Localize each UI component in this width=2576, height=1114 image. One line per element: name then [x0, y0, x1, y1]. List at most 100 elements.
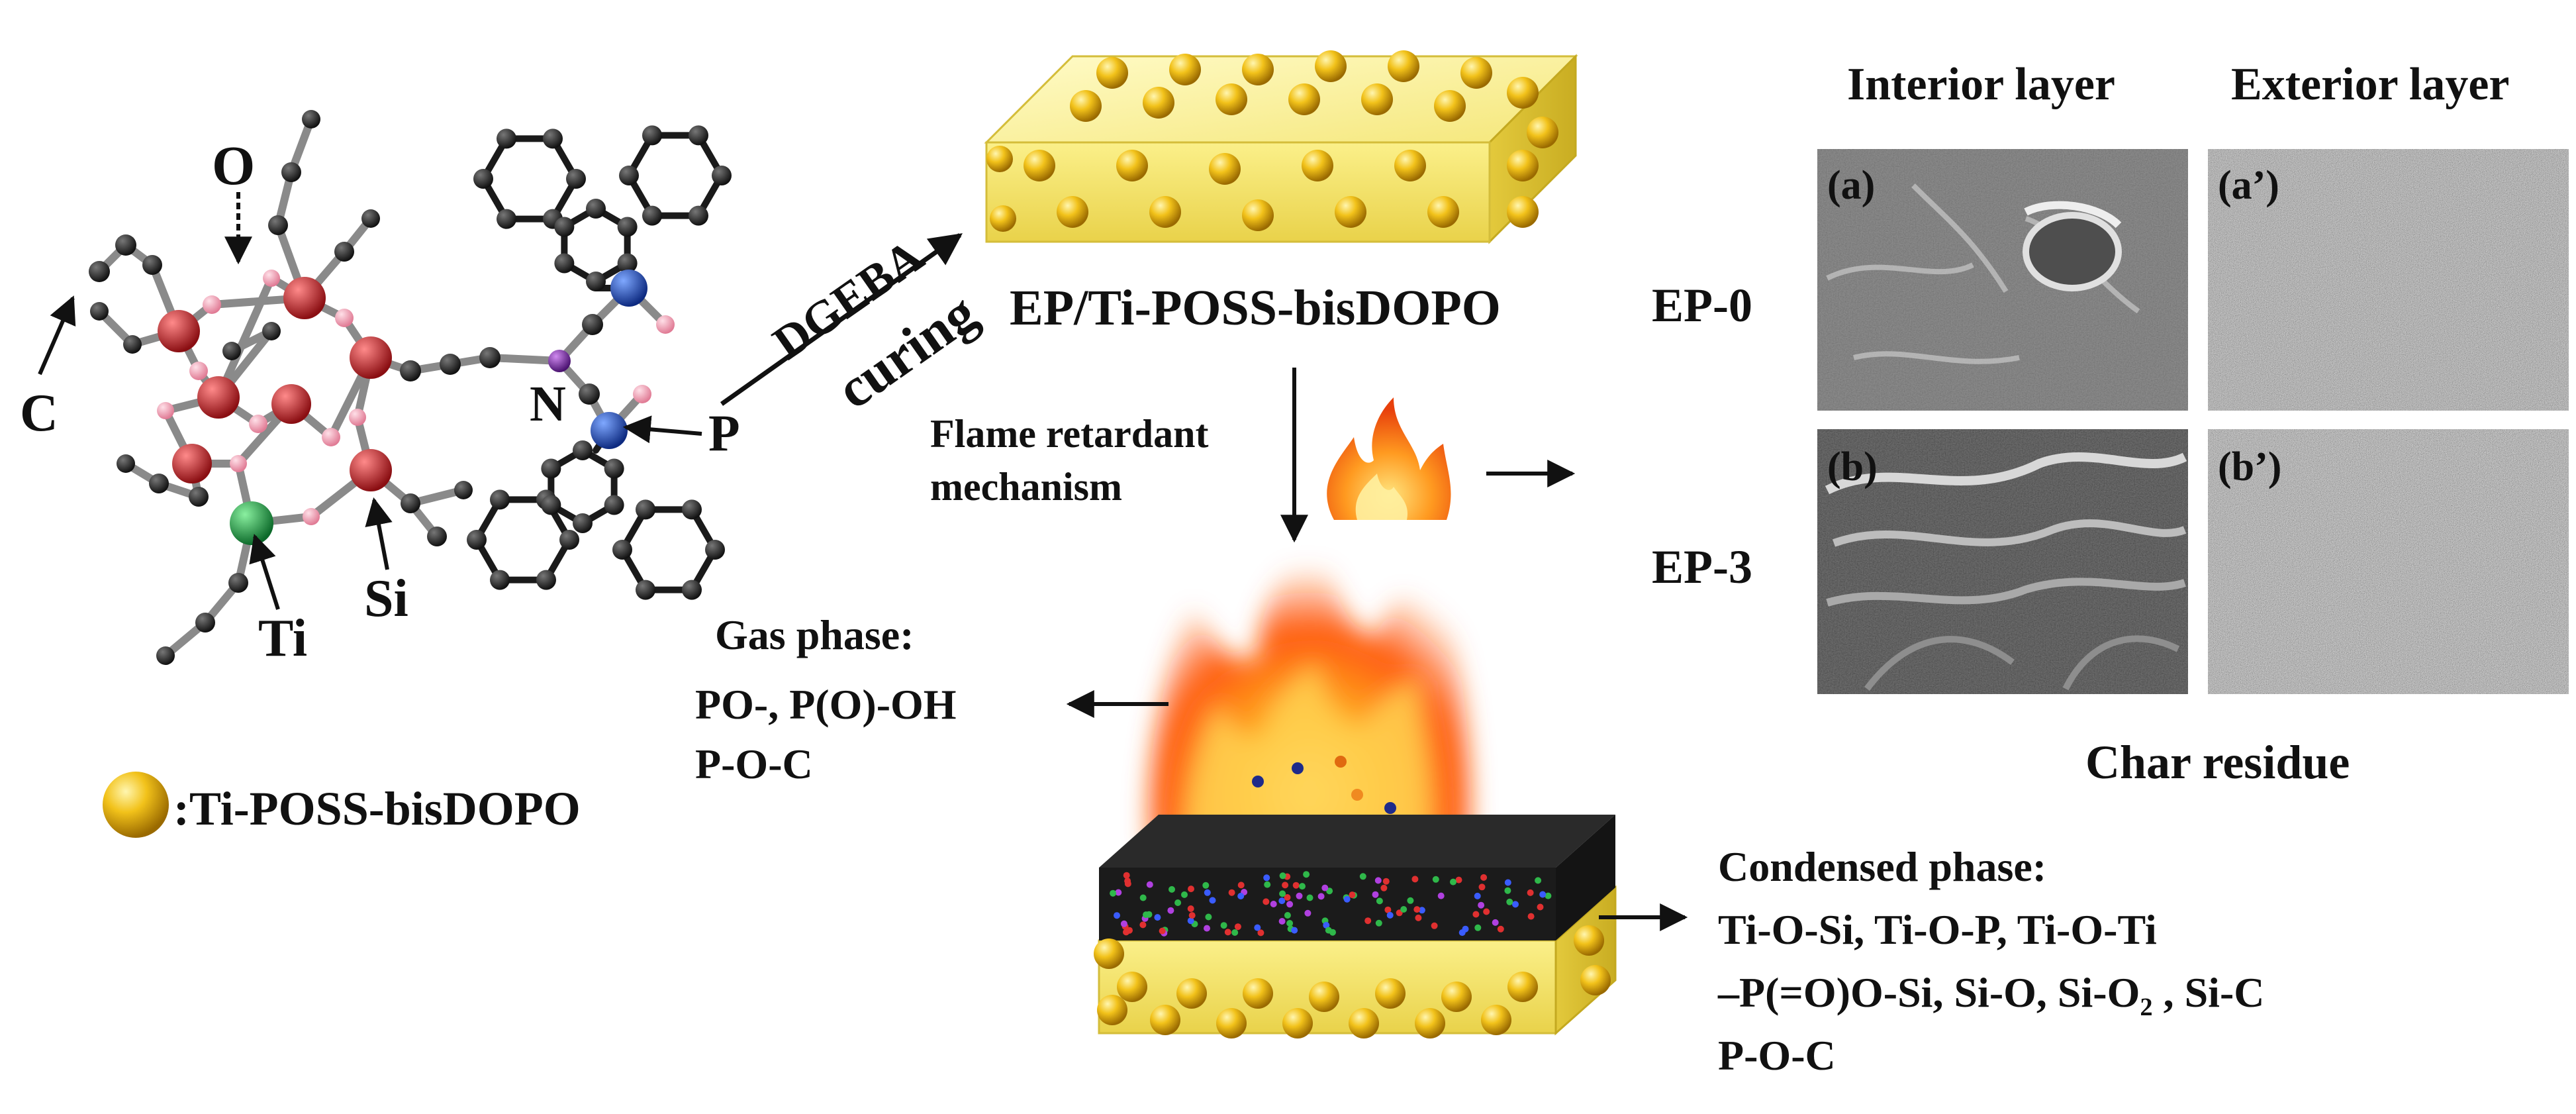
char-particle-81: [1372, 891, 1379, 898]
char-particle-6: [1282, 882, 1289, 889]
atom-c7: [228, 573, 248, 593]
char-particle-115: [1474, 924, 1482, 931]
char-particle-110: [1458, 929, 1466, 937]
char-particle-51: [1115, 889, 1122, 896]
ring-3-atom-3: [554, 217, 575, 237]
nanoparticle-top-11: [1434, 90, 1466, 122]
char-particle-18: [1384, 906, 1392, 913]
char-particle-77: [1325, 927, 1332, 934]
atom-h1: [123, 335, 142, 354]
char-particle-21: [1278, 918, 1286, 925]
ring-5-atom-0: [705, 540, 725, 560]
char-particle-68: [1323, 922, 1330, 929]
atom-c1: [89, 261, 110, 282]
char-particle-118: [1124, 880, 1131, 887]
char-particle-95: [1220, 922, 1227, 929]
nanoparticle-top-12: [1507, 77, 1539, 109]
ring-5-atom-5: [682, 499, 702, 520]
nanoparticle-bottom-6: [1507, 972, 1538, 1002]
char-particle-71: [1376, 897, 1383, 905]
atom-o1: [203, 295, 221, 314]
atom-o9: [349, 409, 366, 426]
char-particle-0: [1497, 925, 1504, 933]
char-particle-99: [1478, 901, 1485, 909]
ring-3-atom-5: [617, 217, 638, 237]
sem-panel-a-prime: [2208, 149, 2569, 411]
bond-51: [215, 274, 275, 401]
ring-3-atom-1: [586, 272, 606, 291]
atom-c20: [479, 347, 501, 368]
nanoparticle-bottom-11: [1415, 1008, 1445, 1038]
atom-si2: [283, 277, 326, 319]
gas-particle-2: [1335, 756, 1347, 768]
gas-phase-line2: P-O-C: [695, 740, 813, 787]
char-particle-103: [1231, 929, 1239, 936]
nanoparticle-bottom-12: [1481, 1005, 1511, 1035]
atom-c13: [268, 215, 288, 235]
char-particle-91: [1506, 898, 1513, 905]
nanoparticle-top-14: [1116, 150, 1148, 181]
char-particle-116: [1254, 924, 1261, 931]
nanoparticle-top-7: [1143, 87, 1174, 119]
nanoparticle-bottom-15: [1574, 925, 1604, 956]
char-particle-4: [1380, 884, 1388, 891]
char-particle-60: [1234, 923, 1241, 931]
mechanism-line1: Flame retardant: [930, 412, 1208, 456]
atom-o5: [249, 415, 267, 433]
char-particle-58: [1527, 913, 1535, 920]
ring-1-atom-0: [566, 169, 586, 189]
ring-5: [618, 506, 719, 593]
char-particle-70: [1139, 921, 1147, 929]
atom-c8: [195, 613, 215, 633]
ring-1: [479, 135, 580, 223]
char-particle-62: [1204, 889, 1211, 896]
nanoparticle-top-8: [1216, 83, 1247, 115]
atom-c14: [281, 162, 301, 182]
char-particle-48: [1455, 876, 1462, 884]
char-particle-107: [1264, 881, 1271, 888]
char-particle-38: [1343, 895, 1351, 903]
char-particle-28: [1413, 906, 1421, 913]
char-particle-65: [1169, 886, 1175, 893]
nanoparticle-bottom-0: [1117, 972, 1147, 1002]
char-particle-41: [1535, 877, 1542, 884]
char-particle-50: [1209, 897, 1216, 904]
ring-3-atom-4: [586, 199, 606, 219]
atom-label-p: P: [708, 404, 740, 462]
char-particle-55: [1359, 873, 1366, 880]
nanoparticle-bottom-5: [1441, 982, 1472, 1012]
mechanism-line2: mechanism: [930, 465, 1122, 509]
nanoparticle-top-9: [1288, 83, 1320, 115]
sem-row-label-ep0: EP-0: [1652, 279, 1752, 332]
atom-h4: [222, 342, 241, 360]
atom-si1: [158, 310, 200, 352]
atom-c2: [115, 234, 136, 256]
nanoparticle-bottom-4: [1375, 978, 1406, 1009]
atom-c11: [427, 527, 447, 546]
ring-2-atom-2: [642, 205, 662, 226]
char-particle-52: [1188, 886, 1194, 893]
sem-panel-a: [1817, 149, 2188, 411]
sem-panel-label-a-prime: (a’): [2218, 163, 2279, 208]
atom-c4: [189, 487, 209, 507]
atom-o2: [263, 270, 280, 287]
char-particle-76: [1431, 922, 1438, 929]
nanoparticle-top-edge-0: [986, 146, 1013, 172]
char-particle-93: [1167, 907, 1174, 914]
char-particle-96: [1349, 891, 1356, 899]
nanoparticle-legend-icon: [103, 772, 169, 838]
sem-panel-label-b-prime: (b’): [2218, 444, 2281, 489]
nanoparticle-bottom-16: [1580, 965, 1611, 995]
char-particle-117: [1437, 892, 1445, 899]
char-particle-64: [1123, 872, 1130, 879]
ring-1-atom-2: [497, 209, 516, 229]
char-particle-59: [1284, 912, 1291, 919]
ring-4-atom-0: [559, 530, 579, 550]
ring-6-atom-0: [604, 495, 624, 515]
char-particle-12: [1292, 882, 1300, 889]
ring-3-atom-2: [554, 253, 575, 274]
char-particle-17: [1545, 892, 1552, 899]
nanoparticle-bottom-9: [1282, 1008, 1313, 1038]
ring-6-atom-5: [604, 458, 624, 479]
ring-6-atom-1: [573, 513, 593, 533]
